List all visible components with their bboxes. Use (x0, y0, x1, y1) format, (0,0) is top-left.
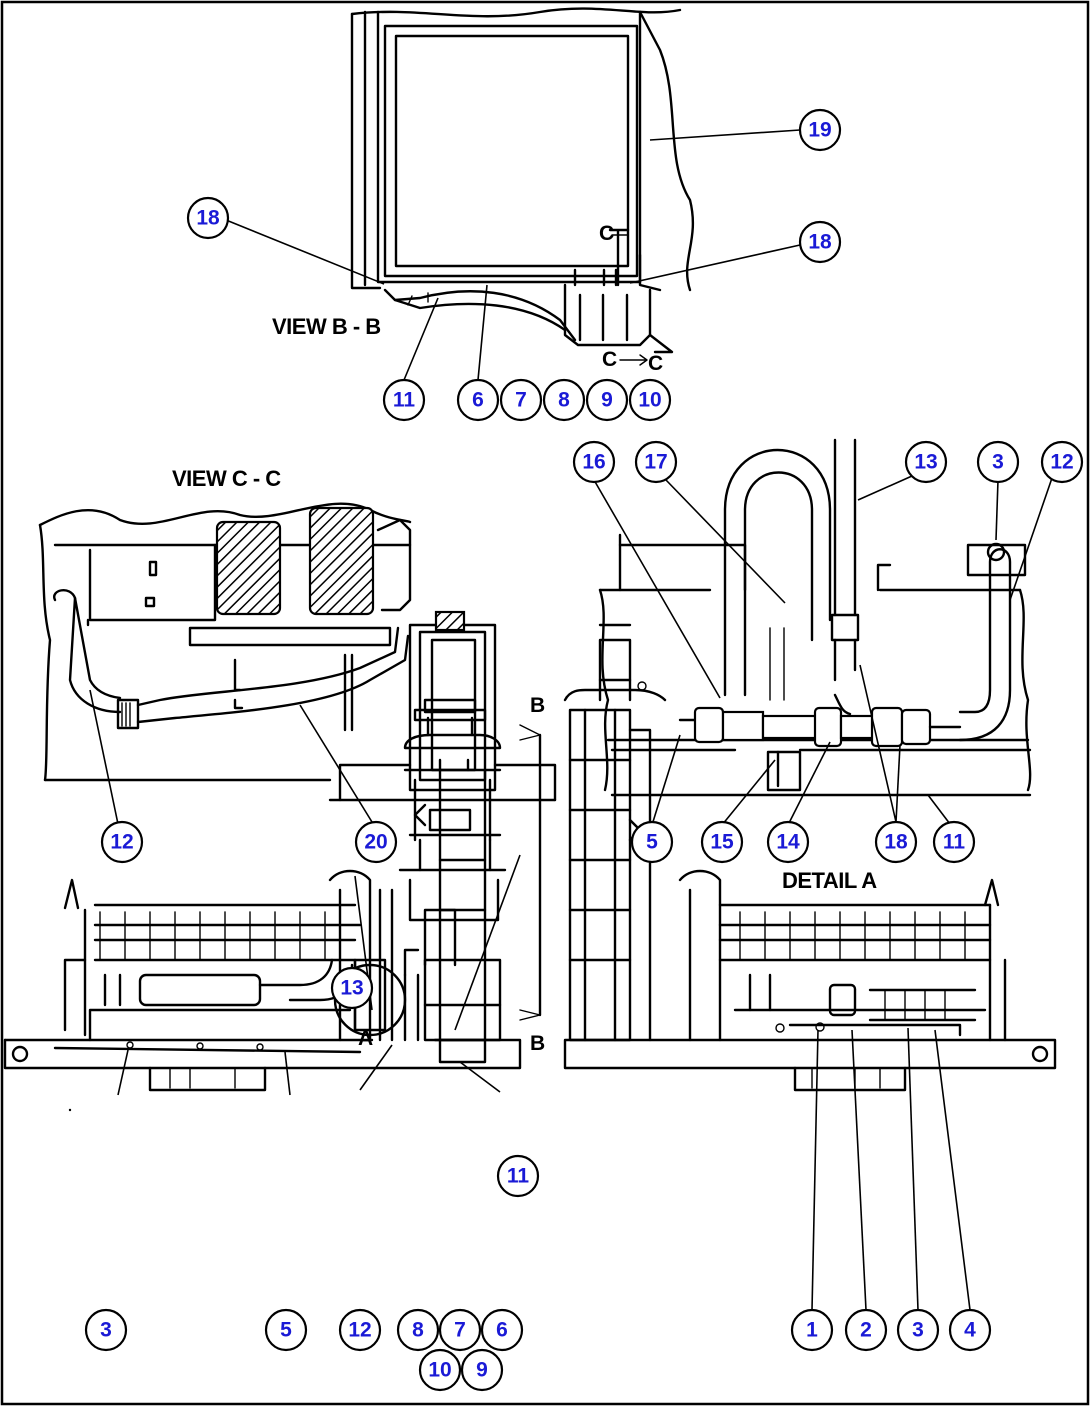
callout-balloon: 19 (798, 108, 842, 152)
svg-text:12: 12 (348, 1319, 371, 1342)
svg-text:20: 20 (364, 831, 387, 854)
svg-text:15: 15 (710, 831, 734, 854)
callout-balloon: 14 (766, 820, 810, 864)
callout-balloon: 12 (1040, 440, 1084, 484)
view-b-b-caption: VIEW B - B (272, 314, 381, 339)
svg-text:3: 3 (992, 451, 1004, 474)
callout-balloon: 7 (499, 378, 543, 422)
callout-balloon: 1 (790, 1308, 834, 1352)
detail-a (598, 438, 1032, 797)
callout-balloon: 11 (382, 378, 426, 422)
right-view-leaders (811, 1027, 971, 1311)
callout-balloon: 10 (628, 378, 672, 422)
svg-text:18: 18 (808, 231, 832, 254)
callout-balloon: 5 (630, 820, 674, 864)
svg-text:7: 7 (454, 1319, 466, 1342)
svg-text:12: 12 (1050, 451, 1073, 474)
callout-balloon: 9 (585, 378, 629, 422)
svg-text:8: 8 (412, 1319, 424, 1342)
svg-text:16: 16 (582, 451, 605, 474)
callout-balloon: 18 (874, 820, 918, 864)
svg-text:6: 6 (472, 389, 484, 412)
callout-balloon: 13 (904, 440, 948, 484)
svg-text:5: 5 (646, 831, 658, 854)
callout-balloon: 11 (496, 1154, 540, 1198)
callout-balloon: 2 (844, 1308, 888, 1352)
section-c-bottom-label: C (602, 348, 617, 371)
svg-text:10: 10 (428, 1359, 451, 1382)
left-generator-view (3, 698, 542, 1112)
svg-text:11: 11 (393, 389, 416, 412)
callout-balloon: 5 (264, 1308, 308, 1352)
callout-balloon: 6 (456, 378, 500, 422)
svg-text:14: 14 (776, 831, 800, 854)
callout-balloon: 3 (976, 440, 1020, 484)
callout-balloon: 9 (460, 1348, 504, 1392)
view-c-c-leaders (89, 689, 373, 825)
callout-balloon: 8 (542, 378, 586, 422)
svg-text:7: 7 (515, 389, 527, 412)
section-b-bottom-label: B (530, 1032, 545, 1055)
balloons: 19 18 18 11 6 7 8 9 10 12 20 16 17 13 3 … (84, 108, 1084, 1392)
section-c-bottom-right-label: C (648, 352, 663, 375)
svg-text:18: 18 (196, 207, 220, 230)
callout-balloon: 4 (948, 1308, 992, 1352)
section-b-top-label: B (530, 694, 545, 717)
view-c-c (38, 502, 557, 802)
svg-text:2: 2 (860, 1319, 872, 1342)
callout-balloon: 8 (396, 1308, 440, 1352)
svg-text:9: 9 (476, 1359, 488, 1382)
svg-text:17: 17 (644, 451, 667, 474)
svg-text:19: 19 (808, 119, 831, 142)
section-a-label: A (358, 1027, 373, 1050)
callout-balloon: 13 (330, 966, 374, 1010)
svg-text:4: 4 (964, 1319, 976, 1342)
svg-text:5: 5 (280, 1319, 292, 1342)
svg-text:3: 3 (100, 1319, 112, 1342)
svg-text:9: 9 (601, 389, 613, 412)
svg-text:11: 11 (943, 831, 966, 854)
svg-text:11: 11 (507, 1165, 530, 1188)
callout-balloon: 7 (438, 1308, 482, 1352)
callout-balloon: 12 (338, 1308, 382, 1352)
view-b-b-leaders (225, 129, 801, 381)
callout-balloon: 18 (798, 220, 842, 264)
callout-balloon: 11 (932, 820, 976, 864)
detail-a-caption: DETAIL A (782, 868, 877, 893)
svg-text:6: 6 (496, 1319, 508, 1342)
callout-balloon: 15 (700, 820, 744, 864)
callout-balloon: 17 (634, 440, 678, 484)
callout-balloon: 3 (896, 1308, 940, 1352)
callout-balloon: 18 (186, 196, 230, 240)
svg-text:13: 13 (340, 977, 363, 1000)
svg-text:13: 13 (914, 451, 937, 474)
section-c-top-label: C (599, 222, 614, 245)
svg-text:10: 10 (638, 389, 661, 412)
svg-text:8: 8 (558, 389, 570, 412)
callout-balloon: 10 (418, 1348, 462, 1392)
svg-text:1: 1 (806, 1319, 818, 1342)
view-c-c-caption: VIEW C - C (172, 466, 281, 491)
callout-balloon: 16 (572, 440, 616, 484)
svg-text:3: 3 (912, 1319, 924, 1342)
svg-text:18: 18 (884, 831, 908, 854)
callout-balloon: 20 (354, 820, 398, 864)
svg-text:12: 12 (110, 831, 133, 854)
view-b-b (350, 7, 695, 366)
callout-balloon: 6 (480, 1308, 524, 1352)
callout-balloon: 3 (84, 1308, 128, 1352)
callout-balloon: 12 (100, 820, 144, 864)
detail-a-leaders (593, 475, 1053, 826)
